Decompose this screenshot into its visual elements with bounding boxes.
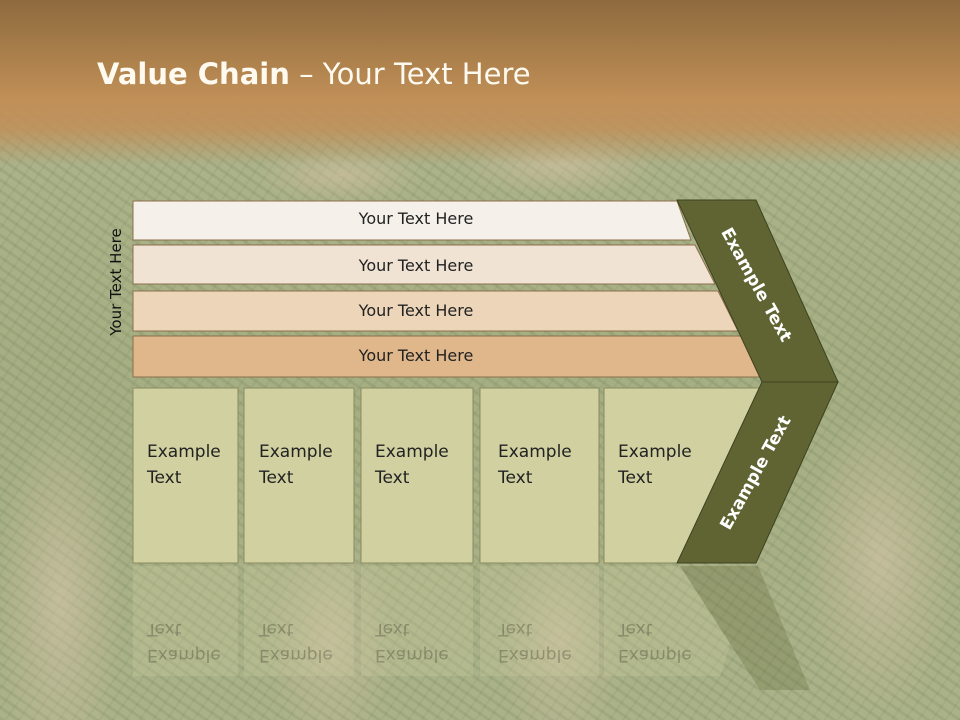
box-label-4: Example Text (498, 442, 572, 488)
title-bold: Value Chain (97, 57, 290, 91)
value-row-2 (132, 244, 716, 285)
box-reflection (361, 566, 473, 676)
box-reflection (604, 566, 755, 676)
row-label-3: Your Text Here (358, 301, 474, 320)
reflection-group (133, 566, 810, 690)
chevron-lower-band (676, 381, 839, 564)
title-banner (0, 0, 960, 165)
title-rest: – Your Text Here (289, 57, 531, 91)
value-row-1 (132, 200, 692, 241)
example-box-2 (243, 387, 355, 564)
box-reflection (244, 566, 354, 676)
page-title: Value Chain – Your Text Here (97, 52, 797, 96)
box-label-2: Example Text (259, 442, 333, 488)
box-label-3: Example Text (375, 442, 449, 488)
box-label-1: Example Text (147, 442, 221, 488)
row-label-1: Your Text Here (358, 209, 474, 228)
example-box-3 (360, 387, 474, 564)
example-box-4 (479, 387, 600, 564)
example-box-1 (132, 387, 239, 564)
chevron-reflection (680, 566, 810, 690)
row-label-4: Your Text Here (358, 346, 474, 365)
box-reflection (133, 566, 238, 676)
box-label-5: Example Text (618, 442, 692, 488)
box-reflection (480, 566, 599, 676)
row-label-2: Your Text Here (358, 256, 474, 275)
